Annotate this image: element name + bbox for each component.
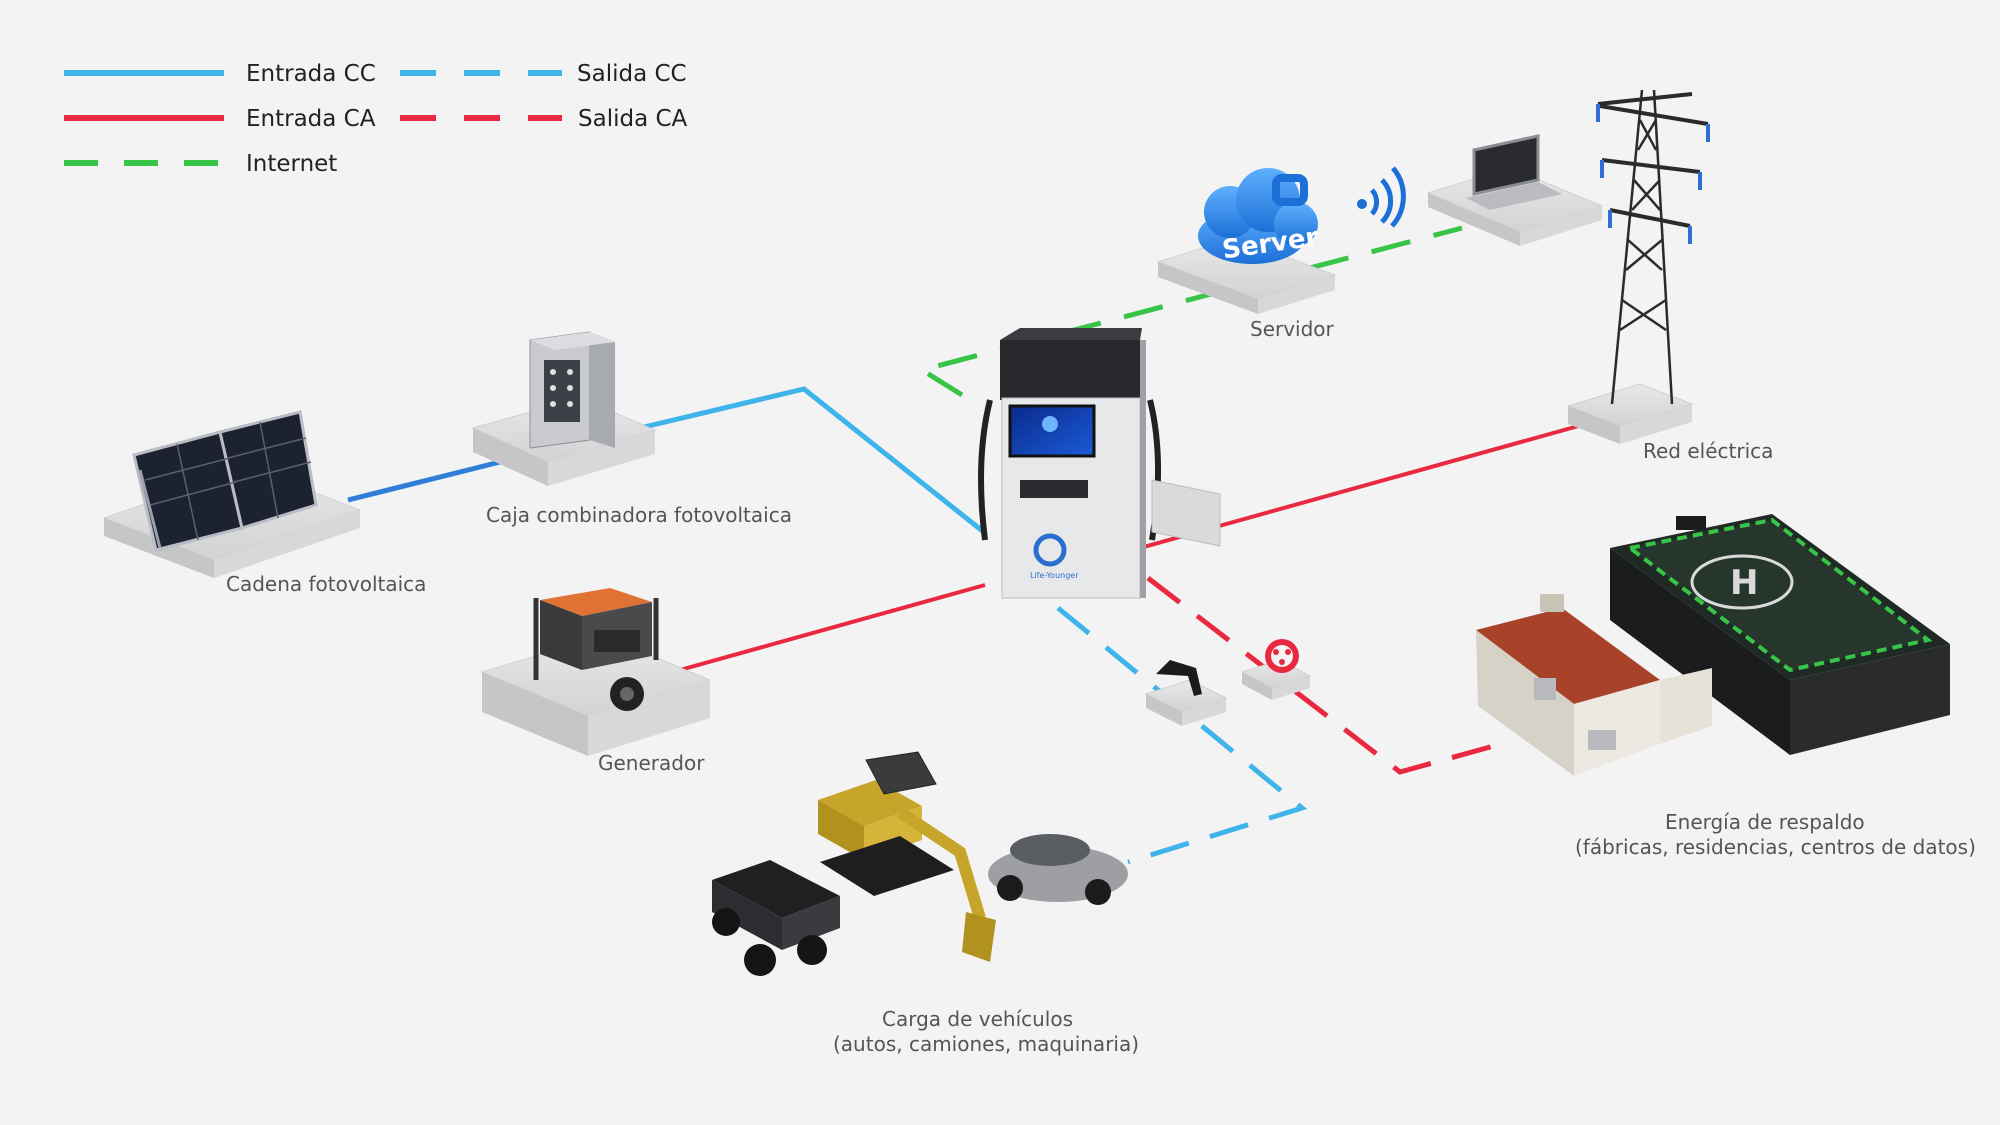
pv-string-label: Cadena fotovoltaica — [226, 572, 426, 596]
generator-node: Generador — [480, 588, 712, 775]
server-label: Servidor — [1250, 317, 1335, 341]
charger-icon: Life-Younger — [978, 328, 1221, 599]
laptop-icon — [1466, 134, 1562, 210]
suv-icon — [712, 860, 840, 976]
line-pv-to-combiner — [347, 459, 501, 503]
transmission-tower-icon — [1597, 89, 1709, 405]
vehicles-label-line1: Carga de vehículos — [882, 1007, 1073, 1031]
data-center-icon: H — [1610, 514, 1950, 755]
backup-label-line2: (fábricas, residencias, centros de datos… — [1575, 835, 1976, 859]
legend-label-entrada-cc: Entrada CC — [246, 61, 376, 87]
grid-label: Red eléctrica — [1643, 439, 1773, 463]
combiner-label: Caja combinadora fotovoltaica — [486, 503, 792, 527]
solar-panel-icon — [132, 410, 318, 552]
legend-label-entrada-ca: Entrada CA — [246, 106, 376, 132]
charger-brand-text: Life-Younger — [1030, 571, 1079, 580]
car-icon — [988, 834, 1128, 905]
server-node: Server Servidor — [1156, 168, 1337, 341]
connections — [347, 225, 1601, 865]
combiner-node: Caja combinadora fotovoltaica — [471, 331, 792, 527]
laptop-node — [1426, 134, 1604, 246]
line-dc-out — [1056, 606, 1308, 865]
line-combiner-to-charger — [639, 386, 987, 535]
legend-label-salida-cc: Salida CC — [577, 61, 687, 87]
grid-node: Red eléctrica — [1566, 89, 1773, 463]
house-icon — [1476, 594, 1712, 776]
charger-node: Life-Younger — [978, 328, 1221, 599]
charging-plug-icon — [1156, 660, 1202, 696]
dc-connector-node — [1144, 660, 1228, 726]
ac-connector-node — [1240, 639, 1312, 700]
generator-label: Generador — [598, 751, 705, 775]
line-ac-out — [1146, 576, 1509, 775]
generator-icon — [533, 588, 659, 711]
legend-label-salida-ca: Salida CA — [578, 106, 688, 132]
wifi-icon — [1357, 166, 1406, 228]
pv-string-node: Cadena fotovoltaica — [102, 410, 426, 596]
vehicles-node: Carga de vehículos (autos, camiones, maq… — [712, 751, 1139, 1056]
backup-label-line1: Energía de respaldo — [1665, 810, 1865, 834]
server-cloud-icon: Server — [1198, 168, 1320, 265]
backup-node: H Energía de respaldo (fábricas, residen… — [1476, 514, 1976, 859]
legend-label-internet: Internet — [246, 151, 337, 177]
insulators — [1596, 104, 1710, 244]
line-generator-to-charger — [679, 583, 986, 672]
combiner-box-icon — [529, 331, 615, 449]
vehicles-label-line2: (autos, camiones, maquinaria) — [833, 1032, 1139, 1056]
excavator-icon — [818, 751, 996, 962]
legend: Entrada CC Entrada CA Internet Salida CC… — [64, 61, 688, 177]
helipad-h: H — [1730, 563, 1758, 603]
ac-socket-icon — [1265, 639, 1299, 673]
